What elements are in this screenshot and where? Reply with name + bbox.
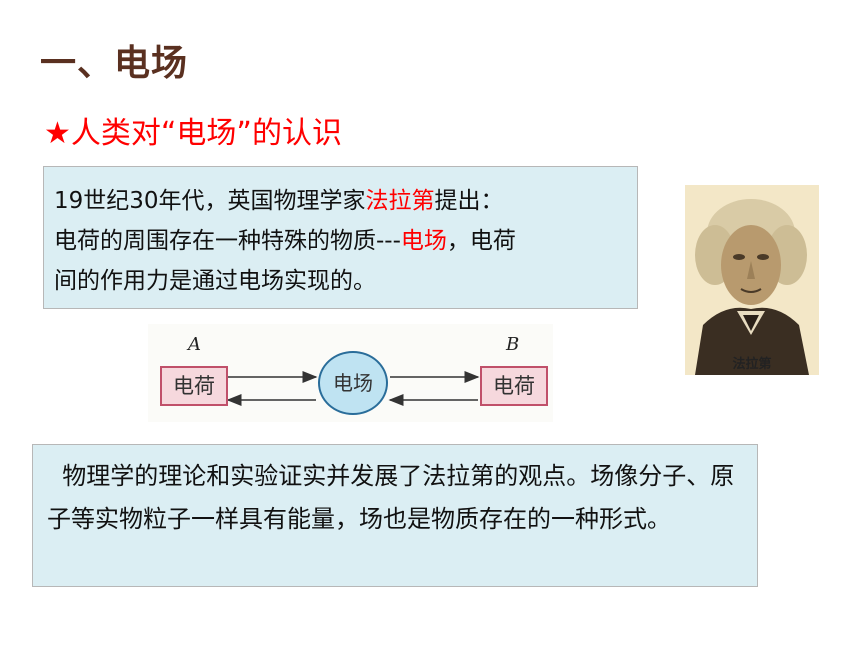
charge-a-label: A [188,334,201,355]
faraday-portrait: 法拉第 [685,185,819,375]
intro-line-3: 间的作用力是通过电场实现的。 [54,268,376,294]
intro-text: 提出： [434,188,504,214]
electric-field-highlight: 电场 [400,228,447,254]
diagram-arrows [226,371,480,406]
electric-field-circle: 电场 [318,351,388,415]
charge-b-label: B [506,334,520,355]
charge-a-box: 电荷 [160,366,228,406]
faraday-name-highlight: 法拉第 [365,188,435,214]
conclusion-textbox: 物理学的理论和实验证实并发展了法拉第的观点。场像分子、原子等实物粒子一样具有能量… [32,444,758,587]
intro-text: 电荷的周围存在一种特殊的物质--- [54,228,401,254]
portrait-caption: 法拉第 [732,356,771,372]
page-title: 一、电场 [40,43,189,84]
intro-text: ，电荷 [446,228,516,254]
field-interaction-diagram: A B 电荷 电场 电荷 [148,324,553,422]
intro-line-2: 电荷的周围存在一种特殊的物质---电场，电荷 [54,221,627,261]
section-subtitle: ★人类对“电场”的认识 [44,116,342,151]
intro-text: 19世纪30年代，英国物理学家 [54,188,366,214]
faraday-portrait-image: 法拉第 [685,185,819,375]
intro-line-1: 19世纪30年代，英国物理学家法拉第提出： [54,181,627,221]
intro-textbox: 19世纪30年代，英国物理学家法拉第提出： 电荷的周围存在一种特殊的物质---电… [43,166,638,309]
charge-b-box: 电荷 [480,366,548,406]
